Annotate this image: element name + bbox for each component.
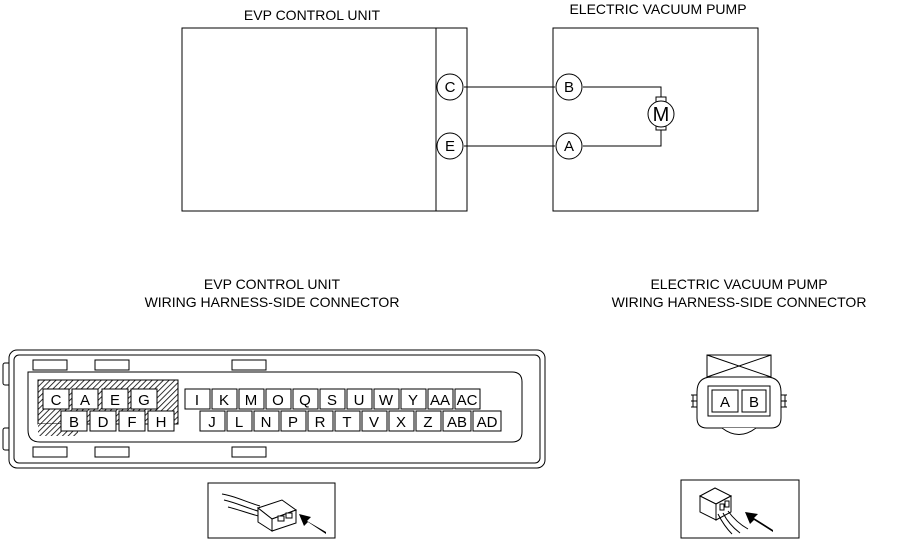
- motor-icon: M: [647, 96, 675, 131]
- evp-unit-box: [181, 27, 468, 212]
- evp-pin-cell: M: [245, 392, 258, 409]
- pump-pin-b-label: B: [564, 79, 574, 96]
- pump-pin-b: B: [555, 73, 583, 101]
- evp-pin-cell: Z: [423, 414, 432, 431]
- evp-pin-cell: D: [98, 414, 109, 431]
- evp-pin-cell: O: [272, 392, 284, 409]
- evp-pin-cell: J: [208, 414, 216, 431]
- evp-pin-e: E: [436, 132, 464, 160]
- evp-pin-cell: N: [261, 414, 272, 431]
- pump-pin-a: A: [555, 132, 583, 160]
- evp-hatched-pins: C A E G B D F H: [42, 388, 175, 432]
- evp-pin-cell: W: [379, 392, 394, 409]
- pump-title: ELECTRIC VACUUM PUMP: [569, 1, 746, 17]
- pump-connector-view-icon: [680, 479, 800, 539]
- evp-pin-cell: AA: [430, 392, 450, 409]
- evp-pin-grid: I K M O Q S U W Y AA AC J L N P R T V X …: [184, 388, 502, 432]
- evp-pin-cell: U: [354, 392, 365, 409]
- evp-pin-cell: AD: [477, 414, 498, 431]
- pump-pin-cell: A: [720, 394, 730, 411]
- evp-connector-title-line1: EVP CONTROL UNIT: [204, 276, 341, 292]
- evp-pin-cell: Y: [408, 392, 418, 409]
- evp-pin-cell: A: [80, 392, 90, 409]
- evp-pin-cell: Q: [299, 392, 311, 409]
- evp-pin-cell: B: [69, 414, 79, 431]
- evp-pin-cell: L: [235, 414, 243, 431]
- evp-pin-cell: H: [156, 414, 167, 431]
- evp-pin-cell: I: [195, 392, 199, 409]
- evp-pin-cell: K: [219, 392, 229, 409]
- evp-pin-cell: S: [327, 392, 337, 409]
- pump-connector-section: ELECTRIC VACUUM PUMP WIRING HARNESS-SIDE…: [612, 276, 867, 539]
- pump-connector-title-line2: WIRING HARNESS-SIDE CONNECTOR: [612, 294, 867, 310]
- evp-unit-title: EVP CONTROL UNIT: [244, 7, 381, 23]
- evp-pin-cell: C: [51, 392, 62, 409]
- evp-pin-cell: P: [288, 414, 298, 431]
- pump-connector-title-line1: ELECTRIC VACUUM PUMP: [650, 276, 827, 292]
- evp-pin-cell: R: [315, 414, 326, 431]
- evp-pin-cell: E: [110, 392, 120, 409]
- evp-pin-c: C: [436, 73, 464, 101]
- pump-connector-face: [691, 354, 787, 435]
- wire-b-motor: [583, 86, 662, 97]
- evp-pin-cell: V: [369, 414, 379, 431]
- pump-pin-cell: B: [749, 394, 759, 411]
- evp-connector-title-line2: WIRING HARNESS-SIDE CONNECTOR: [145, 294, 400, 310]
- motor-label: M: [653, 104, 670, 126]
- evp-pin-cell: G: [138, 392, 150, 409]
- pump-box: [552, 27, 759, 212]
- evp-pin-e-label: E: [445, 138, 455, 155]
- evp-pin-cell: X: [396, 414, 406, 431]
- evp-pin-cell: AB: [447, 414, 467, 431]
- evp-pin-cell: AC: [457, 392, 478, 409]
- evp-pin-c-label: C: [445, 79, 456, 96]
- schematic: EVP CONTROL UNIT ELECTRIC VACUUM PUMP C …: [181, 1, 759, 212]
- wire-a-motor: [583, 130, 662, 147]
- evp-pin-cell: T: [342, 414, 351, 431]
- evp-connector-view-icon: [207, 482, 336, 539]
- pump-pin-a-label: A: [564, 138, 574, 155]
- evp-pin-cell: F: [127, 414, 136, 431]
- evp-connector-section: EVP CONTROL UNIT WIRING HARNESS-SIDE CON…: [2, 276, 546, 539]
